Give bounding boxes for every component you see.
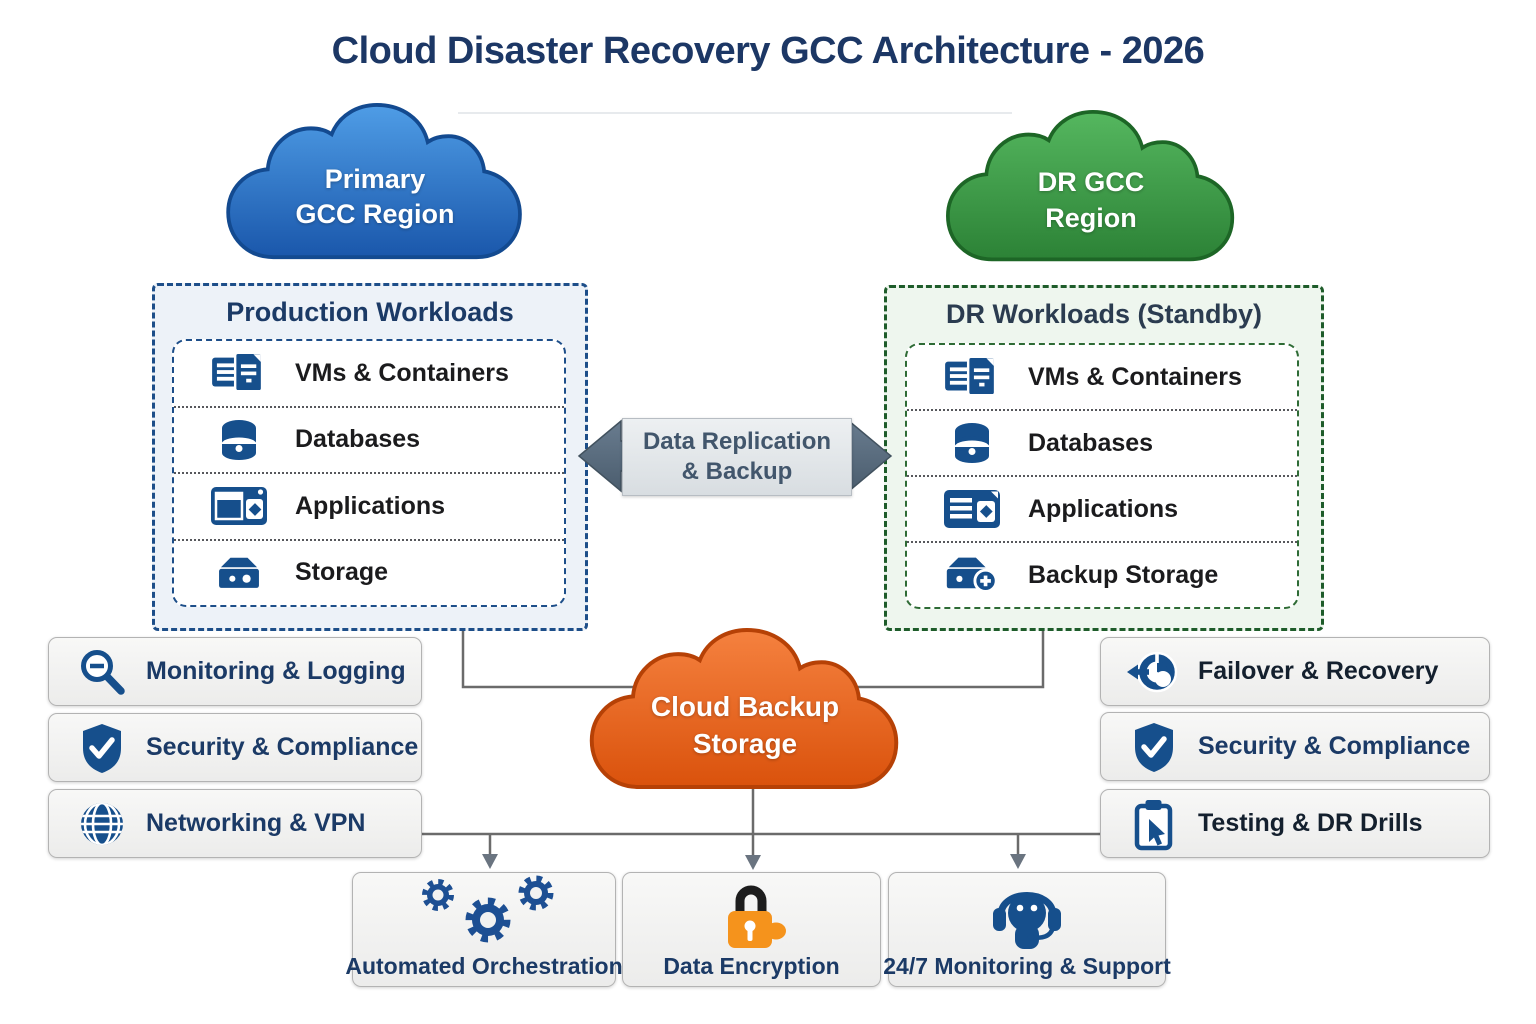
dr-workloads-list: VMs & Containers Databases <box>905 343 1299 609</box>
panel-247-monitoring-support: 24/7 Monitoring & Support <box>883 872 1171 987</box>
panel-label: Testing & DR Drills <box>1198 809 1423 837</box>
list-item: Backup Storage <box>907 541 1297 607</box>
cloud-shape <box>226 103 522 260</box>
list-item: VMs & Containers <box>907 345 1297 409</box>
list-item: Applications <box>174 472 564 539</box>
diagram-title: Cloud Disaster Recovery GCC Architecture… <box>331 30 1205 72</box>
dr-workloads-box: DR Workloads (Standby) VMs & Containers <box>884 285 1324 631</box>
list-item: VMs & Containers <box>174 341 564 406</box>
panel-label: Automated Orchestration <box>345 953 623 979</box>
panel-security-compliance-left: Security & Compliance <box>48 713 422 782</box>
headset-icon <box>985 877 1069 951</box>
list-item: Databases <box>907 409 1297 475</box>
workload-item-label: Databases <box>295 425 421 454</box>
primary-region-cloud: Primary GCC Region <box>215 103 535 263</box>
panel-security-compliance-right: Security & Compliance <box>1100 712 1490 781</box>
cloud-shape <box>946 110 1235 262</box>
workload-item-label: Databases <box>1028 428 1154 457</box>
panel-label: Data Encryption <box>663 953 840 979</box>
vm-containers-icon <box>194 349 284 397</box>
replication-label-box: Data Replication & Backup <box>622 418 852 496</box>
failover-recovery-icon <box>1126 645 1182 699</box>
database-icon <box>927 419 1017 467</box>
list-item: Databases <box>174 405 564 473</box>
production-workloads-title: Production Workloads <box>226 297 514 327</box>
panel-testing-dr-drills: Testing & DR Drills <box>1100 789 1490 858</box>
panel-label: Security & Compliance <box>1198 732 1471 760</box>
workload-item-label: Storage <box>295 558 389 587</box>
panel-label: 24/7 Monitoring & Support <box>883 953 1171 979</box>
replication-label-line1: Data Replication <box>642 428 832 455</box>
applications-icon <box>194 484 284 528</box>
panel-label: Security & Compliance <box>146 733 419 761</box>
panel-monitoring-logging: Monitoring & Logging <box>48 637 422 706</box>
backup-storage-icon <box>927 553 1017 597</box>
database-icon <box>194 416 284 464</box>
padlock-icon <box>714 877 790 951</box>
workload-item-label: Applications <box>295 491 446 520</box>
dr-region-cloud: DR GCC Region <box>935 110 1247 265</box>
list-item: Applications <box>907 475 1297 541</box>
cloud-shape <box>589 628 899 789</box>
backup-storage-label: Cloud Backup Storage <box>650 691 840 759</box>
shield-check-icon <box>74 722 130 774</box>
gears-icon <box>396 875 572 951</box>
panel-failover-recovery: Failover & Recovery <box>1100 637 1490 706</box>
production-workloads-box: Production Workloads VMs & Containers <box>152 283 588 631</box>
magnifier-minus-icon <box>74 646 130 698</box>
workload-item-label: Applications <box>1028 494 1179 523</box>
globe-icon <box>74 799 130 849</box>
panel-networking-vpn: Networking & VPN <box>48 789 422 858</box>
panel-label: Networking & VPN <box>146 809 366 837</box>
workload-item-label: VMs & Containers <box>295 358 509 387</box>
list-item: Storage <box>174 538 564 606</box>
workload-item-label: Backup Storage <box>1028 560 1219 589</box>
dr-workloads-title: DR Workloads (Standby) <box>945 299 1263 329</box>
primary-region-label: Primary GCC Region <box>295 163 455 229</box>
dr-region-label: DR GCC Region <box>1037 167 1145 233</box>
panel-automated-orchestration: Automated Orchestration <box>345 872 623 987</box>
vm-containers-icon <box>927 353 1017 401</box>
panel-label: Failover & Recovery <box>1198 657 1439 685</box>
storage-icon <box>194 554 284 592</box>
clipboard-check-icon <box>1126 797 1182 851</box>
backup-storage-cloud: Cloud Backup Storage <box>578 628 912 793</box>
panel-data-encryption: Data Encryption <box>622 872 881 987</box>
production-workloads-list: VMs & Containers Databases <box>172 339 566 607</box>
shield-check-icon <box>1126 721 1182 773</box>
panel-label: Monitoring & Logging <box>146 657 406 685</box>
workload-item-label: VMs & Containers <box>1028 362 1242 391</box>
applications-icon <box>927 487 1017 531</box>
replication-label-line2: & Backup <box>681 458 793 485</box>
